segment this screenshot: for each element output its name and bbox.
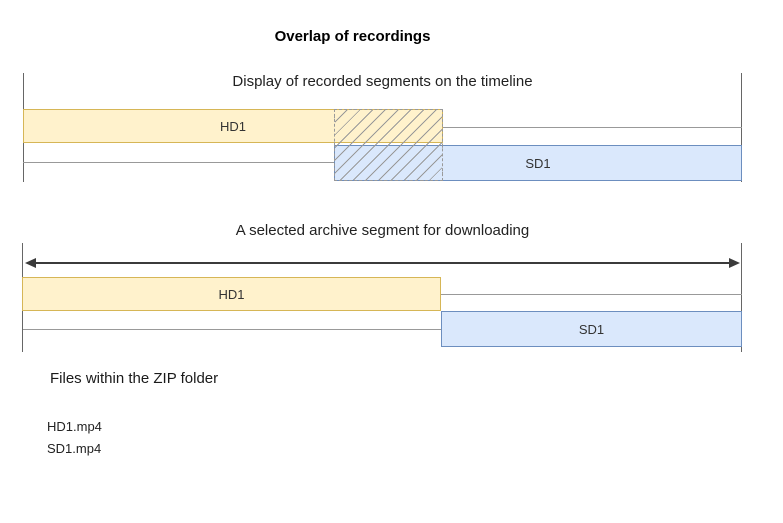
page-title: Overlap of recordings xyxy=(274,28,431,45)
file-name-sd1: SD1.mp4 xyxy=(47,441,102,456)
selection-end-boundary-line xyxy=(741,243,742,352)
arrowhead-left-icon xyxy=(25,258,36,268)
sd-track-line-2 xyxy=(23,329,742,330)
sd1-download-label: SD1 xyxy=(578,321,605,337)
hd1-download-label: HD1 xyxy=(218,286,245,302)
zip-files-title: Files within the ZIP folder xyxy=(50,370,219,387)
hd1-segment-label: HD1 xyxy=(219,118,246,134)
recorded-segments-title: Display of recorded segments on the time… xyxy=(232,73,533,90)
arrowhead-right-icon xyxy=(729,258,740,268)
arrow-line xyxy=(34,262,731,264)
hd1-download-bar: HD1 xyxy=(22,277,441,311)
overlap-hatch-region xyxy=(334,109,443,181)
archive-selection-title: A selected archive segment for downloadi… xyxy=(235,222,530,239)
file-name-hd1: HD1.mp4 xyxy=(47,419,102,434)
sd1-segment-label: SD1 xyxy=(525,155,551,171)
sd1-download-bar: SD1 xyxy=(441,311,742,347)
